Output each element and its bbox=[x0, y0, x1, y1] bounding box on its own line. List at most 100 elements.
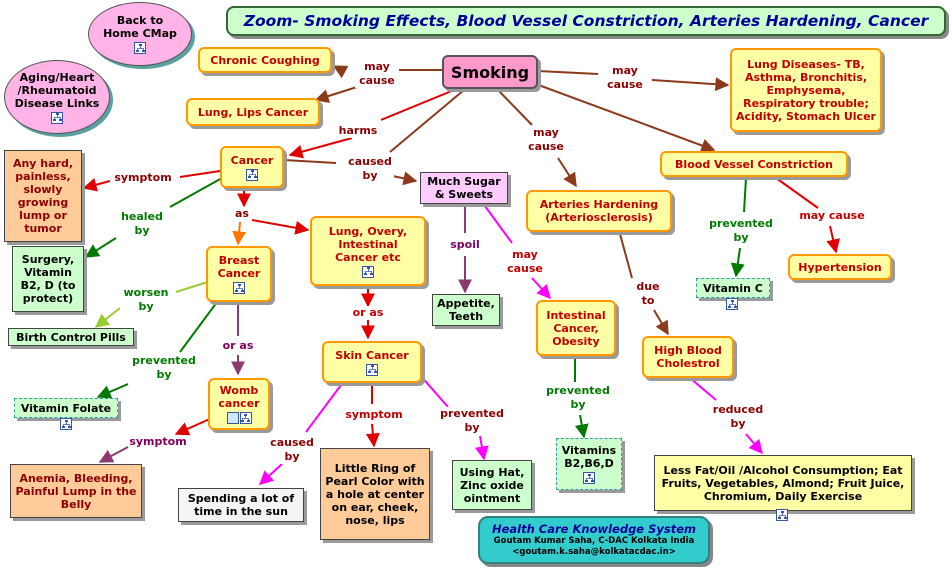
link-line bbox=[94, 307, 121, 328]
aging-links-button[interactable]: Aging/Heart /Rheumatoid Disease Links bbox=[4, 60, 110, 134]
link-line bbox=[174, 417, 213, 436]
link-label: may cause bbox=[799, 209, 865, 223]
node-label: Arteries Hardening (Arteriosclerosis) bbox=[539, 198, 659, 224]
concept-map-icon[interactable] bbox=[776, 509, 788, 521]
concept-map-icon[interactable] bbox=[51, 111, 63, 124]
link-line bbox=[82, 177, 111, 192]
node-label: Spending a lot of time in the sun bbox=[187, 492, 295, 518]
link-line bbox=[775, 177, 819, 209]
node-label: Using Hat, Zinc oxide ointment bbox=[459, 465, 525, 505]
link-line bbox=[474, 435, 489, 461]
concept-map-icon[interactable] bbox=[583, 472, 595, 484]
back-home-button[interactable]: Back to Home CMap bbox=[88, 2, 192, 66]
link-line bbox=[251, 219, 310, 235]
footer-credit: Health Care Knowledge System Goutam Kuma… bbox=[478, 516, 710, 564]
footer-email[interactable]: <goutam.k.saha@kolkatacdac.in> bbox=[512, 547, 676, 557]
link-line bbox=[258, 463, 283, 485]
node-birth-control[interactable]: Birth Control Pills bbox=[8, 328, 134, 346]
node-anemia[interactable]: Anemia, Bleeding, Painful Lump in the Be… bbox=[10, 464, 142, 518]
node-smoking[interactable]: Smoking bbox=[442, 55, 538, 89]
concept-map-icon[interactable] bbox=[239, 412, 252, 424]
link-line bbox=[745, 433, 763, 455]
node-vitamin-c[interactable]: Vitamin C bbox=[696, 278, 770, 298]
node-lung-diseases[interactable]: Lung Diseases- TB, Asthma, Bronchitis, E… bbox=[730, 48, 882, 132]
link-line bbox=[179, 170, 221, 178]
link-label: symptom bbox=[129, 435, 187, 449]
node-womb-cancer[interactable]: Womb cancer bbox=[208, 378, 270, 430]
node-label: Skin Cancer bbox=[335, 348, 409, 362]
node-hypertension[interactable]: Hypertension bbox=[788, 254, 892, 280]
aging-links-label: Aging/Heart /Rheumatoid Disease Links bbox=[14, 70, 100, 110]
link-label: or as bbox=[352, 306, 384, 320]
link-label: healed by bbox=[118, 210, 166, 238]
link-label: symptom bbox=[345, 408, 403, 422]
node-using-hat[interactable]: Using Hat, Zinc oxide ointment bbox=[452, 460, 532, 510]
node-blood-vessel-constriction[interactable]: Blood Vessel Constriction bbox=[660, 151, 848, 177]
concept-map-icon[interactable] bbox=[366, 363, 378, 376]
concept-map-icon[interactable] bbox=[134, 42, 146, 54]
node-less-fat[interactable]: Less Fat/Oil /Alcohol Consumption; Eat F… bbox=[654, 455, 912, 511]
image-icon[interactable] bbox=[226, 412, 239, 424]
node-cancer[interactable]: Cancer bbox=[220, 146, 284, 188]
link-label: as bbox=[235, 207, 249, 221]
node-high-blood-cholesterol[interactable]: High Blood Cholestrol bbox=[642, 336, 734, 378]
node-label: High Blood Cholestrol bbox=[654, 344, 722, 370]
node-little-ring[interactable]: Little Ring of Pearl Color with a hole a… bbox=[320, 448, 430, 540]
node-label: Womb cancer bbox=[218, 384, 260, 410]
concept-map-icon[interactable] bbox=[726, 298, 738, 310]
node-vitamin-folate[interactable]: Vitamin Folate bbox=[14, 398, 118, 418]
node-label: Any hard, painless, slowly growing lump … bbox=[12, 157, 74, 235]
link-line bbox=[651, 77, 730, 92]
concept-map-icon[interactable] bbox=[246, 168, 258, 181]
link-line bbox=[232, 221, 247, 246]
node-arteries-hardening[interactable]: Arteries Hardening (Arteriosclerosis) bbox=[526, 190, 672, 232]
node-intestinal-obesity[interactable]: Intestinal Cancer, Obesity bbox=[536, 300, 616, 356]
link-label: reduced by bbox=[710, 403, 766, 431]
node-lung-ovary-cancer[interactable]: Lung, Overy, Intestinal Cancer etc bbox=[310, 216, 426, 286]
node-breast-cancer[interactable]: Breast Cancer bbox=[206, 246, 272, 302]
link-line bbox=[365, 423, 380, 448]
node-label: Hypertension bbox=[798, 260, 882, 274]
node-label: Chronic Coughing bbox=[210, 53, 320, 67]
concept-map-icon[interactable] bbox=[233, 282, 245, 294]
link-line bbox=[689, 377, 717, 401]
link-line bbox=[84, 237, 117, 258]
node-appetite-teeth[interactable]: Appetite, Teeth bbox=[432, 294, 500, 326]
link-label: may cause bbox=[524, 126, 568, 154]
link-line bbox=[288, 137, 353, 159]
link-label: prevented by bbox=[438, 407, 506, 435]
concept-map-icon[interactable] bbox=[60, 418, 72, 430]
node-skin-cancer[interactable]: Skin Cancer bbox=[322, 341, 422, 383]
node-label: Much Sugar & Sweets bbox=[427, 175, 501, 201]
link-line bbox=[380, 89, 455, 121]
node-spending-sun[interactable]: Spending a lot of time in the sun bbox=[178, 488, 304, 522]
node-label: Anemia, Bleeding, Painful Lump in the Be… bbox=[15, 471, 137, 511]
node-label: Birth Control Pills bbox=[16, 330, 126, 344]
node-much-sugar[interactable]: Much Sugar & Sweets bbox=[420, 172, 508, 204]
link-line bbox=[283, 159, 337, 164]
link-line bbox=[169, 177, 223, 208]
node-label: Appetite, Teeth bbox=[437, 297, 495, 323]
link-line bbox=[481, 201, 513, 244]
node-label: Little Ring of Pearl Color with a hole a… bbox=[325, 461, 425, 527]
link-line bbox=[653, 309, 669, 336]
page-title-text: Zoom- Smoking Effects, Blood Vessel Cons… bbox=[243, 12, 929, 30]
node-vitamins-b[interactable]: Vitamins B2,B6,D bbox=[556, 438, 622, 490]
link-line bbox=[389, 89, 465, 153]
link-line bbox=[537, 70, 599, 75]
node-label: Surgery, Vitamin B2, D (to protect) bbox=[20, 253, 76, 305]
link-line bbox=[524, 79, 716, 153]
link-label: or as bbox=[222, 339, 254, 353]
link-label: may cause bbox=[503, 248, 547, 276]
link-label: may cause bbox=[603, 64, 647, 92]
node-surgery[interactable]: Surgery, Vitamin B2, D (to protect) bbox=[12, 246, 84, 312]
node-label: Lung, Lips Cancer bbox=[197, 105, 309, 119]
concept-map-icon[interactable] bbox=[362, 265, 374, 278]
link-line bbox=[531, 277, 551, 300]
node-chronic-coughing[interactable]: Chronic Coughing bbox=[198, 47, 332, 73]
node-lung-lips-cancer[interactable]: Lung, Lips Cancer bbox=[186, 98, 320, 126]
node-label: Vitamin Folate bbox=[20, 401, 112, 415]
node-label: Lung Diseases- TB, Asthma, Bronchitis, E… bbox=[736, 57, 876, 123]
link-line bbox=[497, 89, 533, 126]
node-hard-lump[interactable]: Any hard, painless, slowly growing lump … bbox=[4, 150, 82, 242]
